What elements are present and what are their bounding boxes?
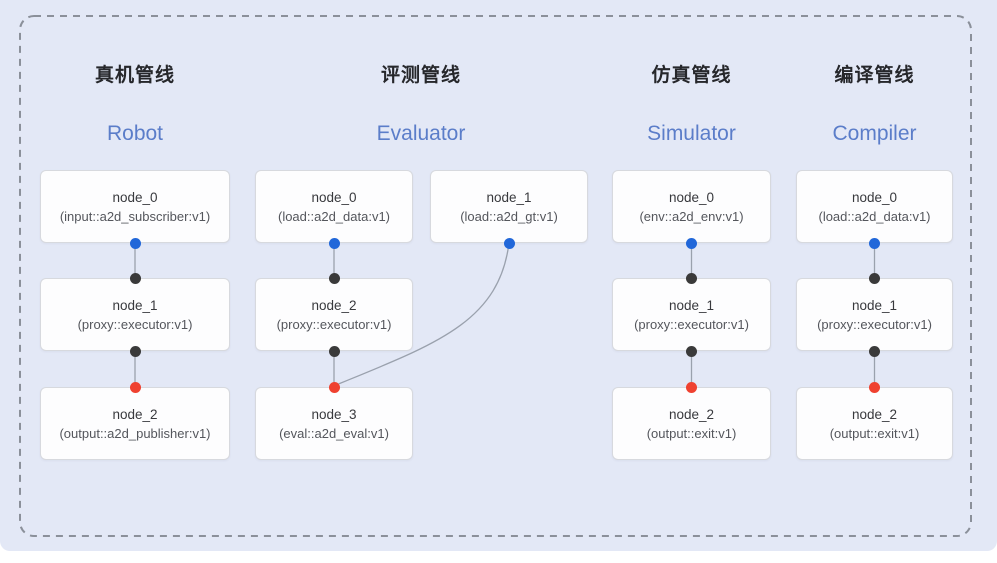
node-subtitle: (proxy::executor:v1) <box>634 316 749 332</box>
node-title: node_2 <box>851 406 898 422</box>
node-subtitle: (env::a2d_env:v1) <box>639 208 744 224</box>
node-card-robot-node1: node_1 (proxy::executor:v1) <box>40 278 230 351</box>
node-card-compiler-node0: node_0 (load::a2d_data:v1) <box>796 170 953 243</box>
node-card-simulator-node2: node_2 (output::exit:v1) <box>612 387 771 460</box>
port-dot-black <box>129 345 141 357</box>
port-dot-red <box>328 381 340 393</box>
node-title: node_2 <box>668 406 715 422</box>
node-title: node_0 <box>311 189 357 205</box>
node-subtitle: (proxy::executor:v1) <box>276 316 392 332</box>
port-dot-black <box>686 345 697 357</box>
pipeline-title-zh-robot: 真机管线 <box>94 65 175 86</box>
node-subtitle: (eval::a2d_eval:v1) <box>279 425 389 441</box>
port-dot-red <box>869 381 880 393</box>
port-dot-blue <box>503 237 515 249</box>
port-dot-black <box>129 272 141 284</box>
port-dot-blue <box>129 237 141 249</box>
node-subtitle: (proxy::executor:v1) <box>817 316 932 332</box>
port-dot-black <box>869 272 880 284</box>
node-card-compiler-node2: node_2 (output::exit:v1) <box>796 387 953 460</box>
node-title: node_0 <box>668 189 715 205</box>
node-card-compiler-node1: node_1 (proxy::executor:v1) <box>796 278 953 351</box>
node-card-evaluator-node3: node_3 (eval::a2d_eval:v1) <box>255 387 413 460</box>
node-title: node_2 <box>311 297 357 313</box>
node-subtitle: (output::exit:v1) <box>646 425 737 441</box>
pipeline-title-zh-compiler: 编译管线 <box>834 65 915 86</box>
node-title: node_1 <box>668 297 715 313</box>
node-card-robot-node0: node_0 (input::a2d_subscriber:v1) <box>40 170 230 243</box>
port-dot-red <box>686 381 697 393</box>
node-subtitle: (load::a2d_data:v1) <box>818 208 931 224</box>
node-subtitle: (proxy::executor:v1) <box>77 316 193 332</box>
pipeline-title-zh-evaluator: 评测管线 <box>380 65 461 86</box>
port-dot-black <box>328 345 340 357</box>
port-dot-blue <box>328 237 340 249</box>
node-subtitle: (load::a2d_gt:v1) <box>460 208 558 224</box>
node-card-robot-node2: node_2 (output::a2d_publisher:v1) <box>40 387 230 460</box>
node-title: node_1 <box>851 297 898 313</box>
node-title: node_1 <box>112 297 158 313</box>
node-title: node_2 <box>112 406 158 422</box>
port-dot-red <box>129 381 141 393</box>
node-title: node_3 <box>311 406 357 422</box>
node-title: node_0 <box>112 189 158 205</box>
node-card-evaluator-node2: node_2 (proxy::executor:v1) <box>255 278 413 351</box>
node-subtitle: (load::a2d_data:v1) <box>277 208 391 224</box>
port-dot-blue <box>869 237 880 249</box>
pipeline-title-zh-simulator: 仿真管线 <box>651 65 732 86</box>
pipeline-title-en-evaluator: Evaluator <box>376 122 466 145</box>
node-title: node_0 <box>851 189 898 205</box>
port-dot-blue <box>686 237 697 249</box>
node-card-simulator-node1: node_1 (proxy::executor:v1) <box>612 278 771 351</box>
pipeline-title-en-simulator: Simulator <box>647 122 736 145</box>
port-dot-black <box>869 345 880 357</box>
node-subtitle: (input::a2d_subscriber:v1) <box>59 208 211 224</box>
port-dot-black <box>686 272 697 284</box>
pipeline-title-en-compiler: Compiler <box>832 122 917 145</box>
port-dot-black <box>328 272 340 284</box>
dashed-frame <box>19 15 972 537</box>
node-card-evaluator-node0: node_0 (load::a2d_data:v1) <box>255 170 413 243</box>
edge-curve-gt-to-eval <box>335 242 510 386</box>
node-card-evaluator-node1: node_1 (load::a2d_gt:v1) <box>430 170 588 243</box>
node-subtitle: (output::exit:v1) <box>829 425 920 441</box>
node-card-simulator-node0: node_0 (env::a2d_env:v1) <box>612 170 771 243</box>
node-subtitle: (output::a2d_publisher:v1) <box>59 425 211 441</box>
pipeline-title-en-robot: Robot <box>106 122 164 145</box>
node-title: node_1 <box>486 189 532 205</box>
